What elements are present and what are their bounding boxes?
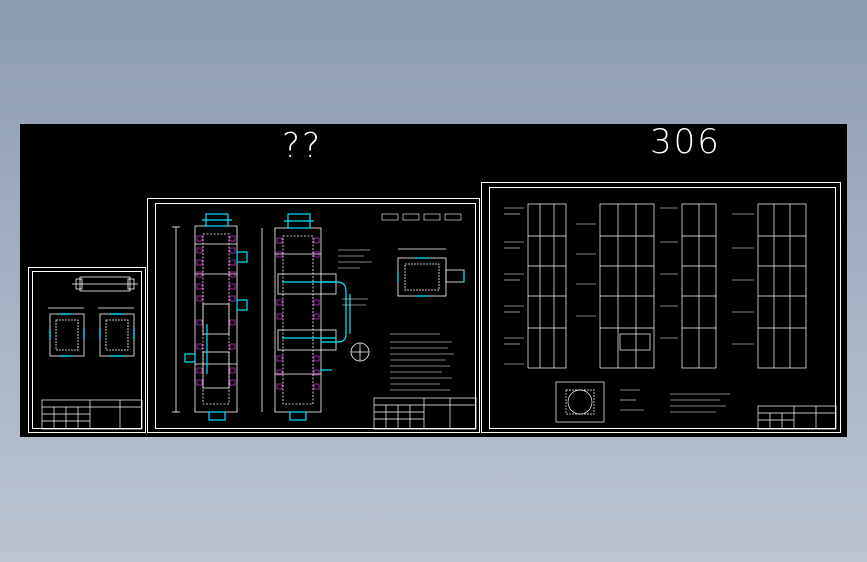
column-two-piping xyxy=(282,213,351,421)
right-sheet-title: 306 xyxy=(650,124,721,162)
sheet-small-left-frame xyxy=(32,271,142,429)
sheet-middle-frame xyxy=(155,203,476,429)
right-sheet-elevations xyxy=(527,203,807,423)
sheet-right-frame xyxy=(489,187,836,429)
small-sheet-section-a xyxy=(48,307,135,357)
sheet-right[interactable] xyxy=(481,182,841,433)
middle-title-block xyxy=(373,397,477,430)
cad-drawing-viewport[interactable]: ?? 306 xyxy=(20,124,847,437)
sheet-middle[interactable] xyxy=(147,198,480,433)
middle-notes xyxy=(338,249,454,391)
material-legend xyxy=(381,213,462,221)
right-sheet-annotations xyxy=(504,207,754,413)
column-one-blocks xyxy=(196,235,236,386)
column-two-blocks xyxy=(276,237,320,390)
sheet-small-left[interactable] xyxy=(28,267,146,433)
drawing-linework xyxy=(41,203,837,430)
column-two-detail-circle xyxy=(350,342,370,362)
cross-section-detail xyxy=(397,248,465,297)
column-two-outline xyxy=(261,227,337,413)
column-one-outline xyxy=(172,225,238,413)
column-one-nozzles xyxy=(184,213,248,421)
cross-section-cyan xyxy=(397,257,465,297)
right-title-block xyxy=(757,405,837,430)
small-sheet-title-block xyxy=(41,399,143,430)
small-sheet-heat-exchanger-top xyxy=(72,276,138,292)
small-sheet-cyan-marks xyxy=(49,313,135,357)
left-sheet-title: ?? xyxy=(282,126,323,166)
